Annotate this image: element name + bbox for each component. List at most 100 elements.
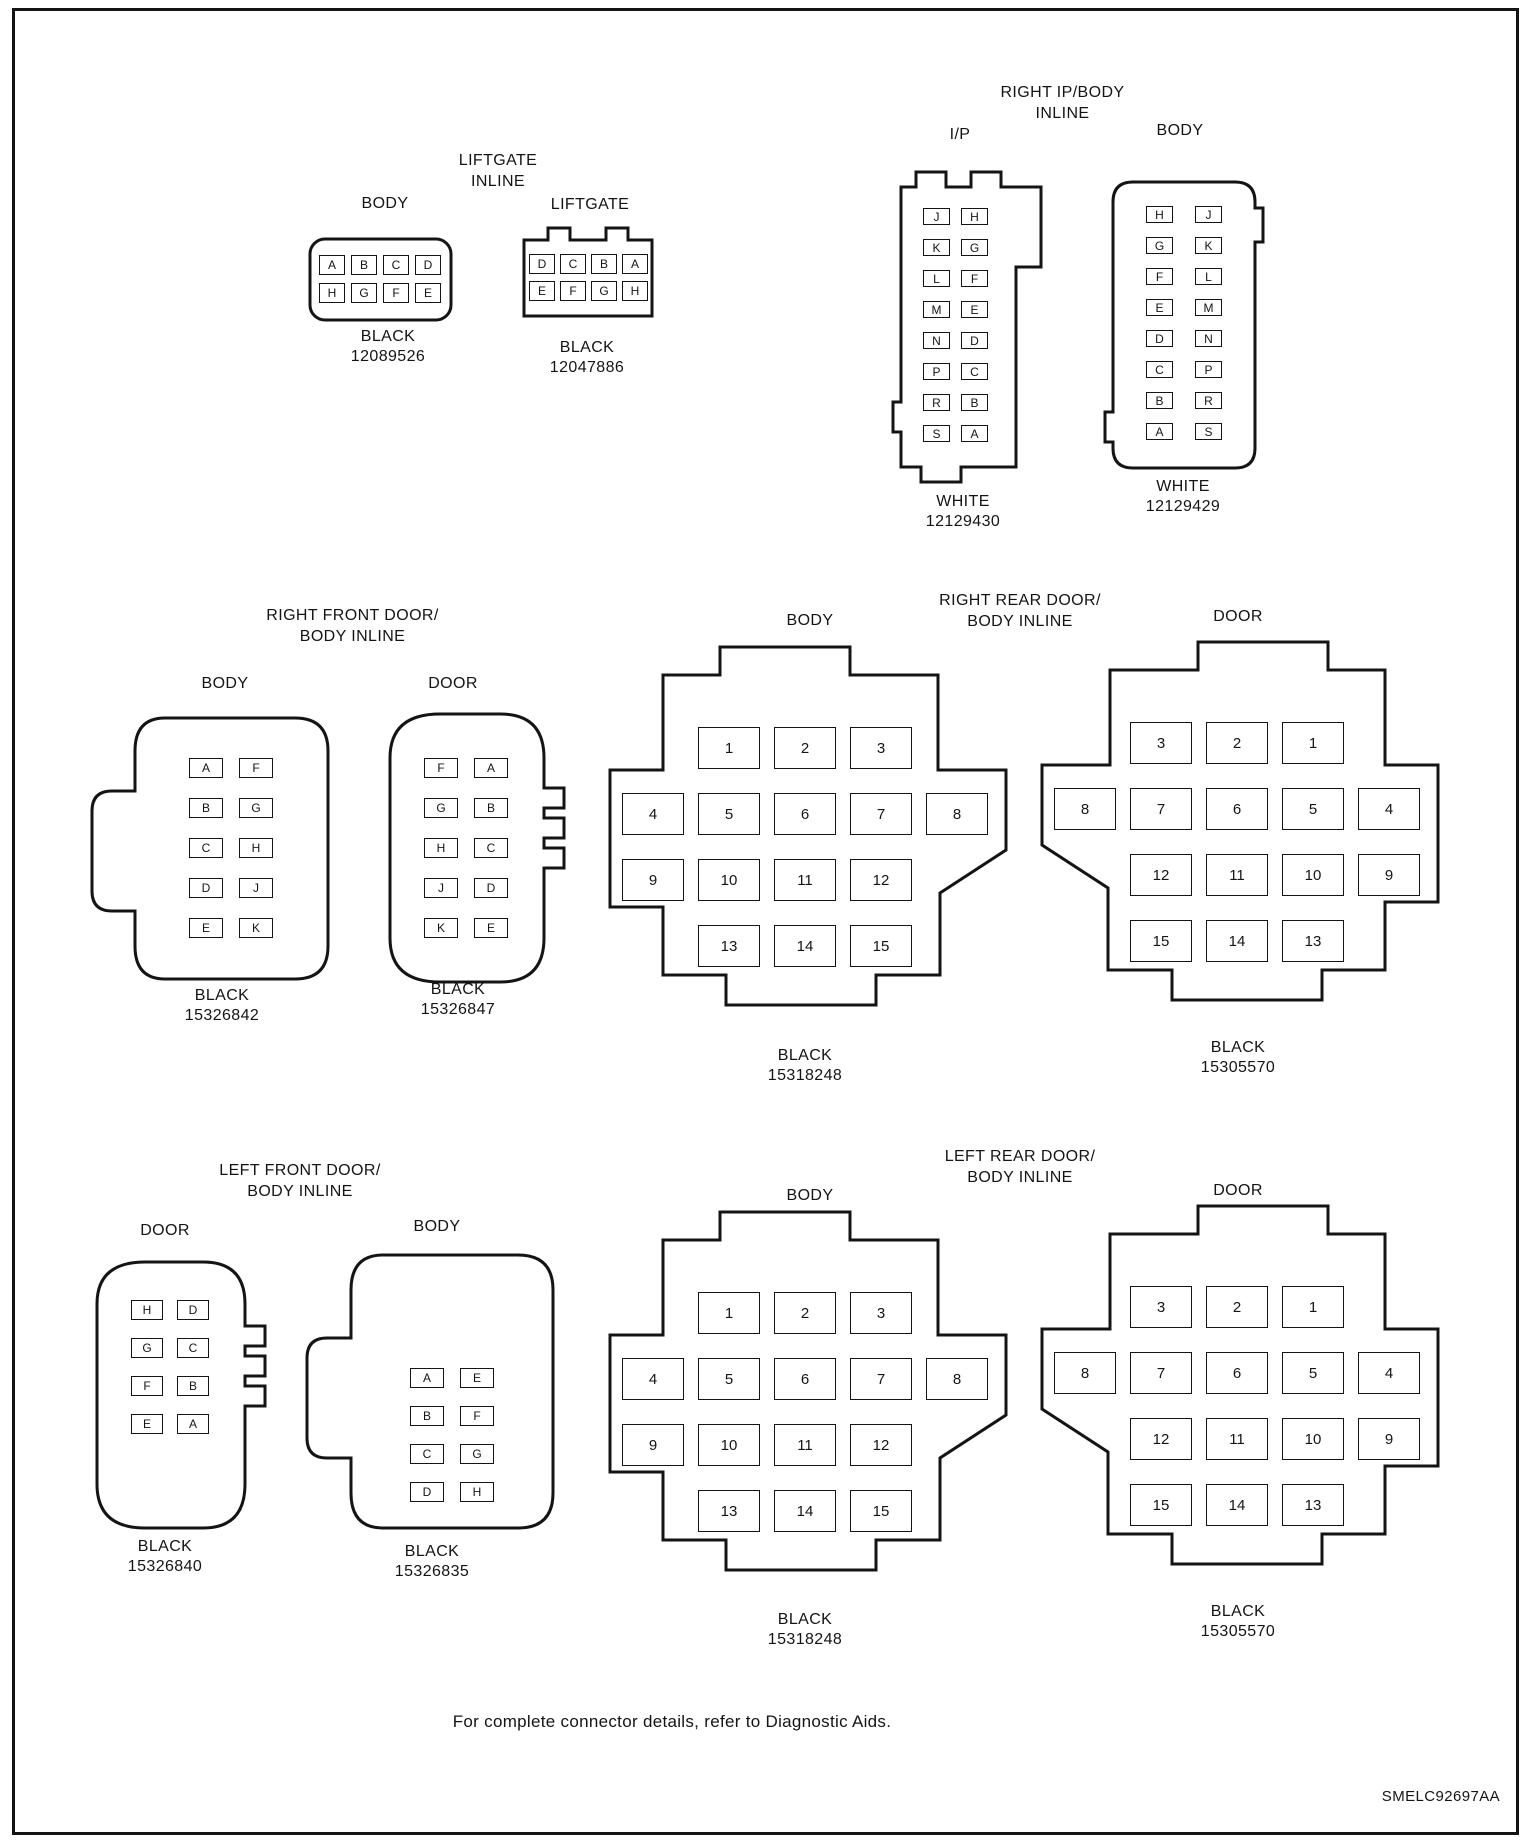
pin-cell: H: [622, 281, 648, 301]
pin-cell: F: [961, 270, 988, 287]
pin-cell: R: [923, 394, 950, 411]
pin-cell: 11: [1206, 854, 1268, 896]
pin-cell: F: [239, 758, 273, 778]
pin-cell: A: [410, 1368, 444, 1388]
pin-cell: E: [189, 918, 223, 938]
title-line: INLINE: [471, 173, 525, 190]
pin-cell: B: [591, 254, 617, 274]
pin-cell: 14: [1206, 1484, 1268, 1526]
connector-part-number: 12047886: [549, 359, 625, 376]
pin-cell: 5: [1282, 1352, 1344, 1394]
pin-cell: E: [415, 283, 441, 303]
pin-spacer: [1054, 722, 1116, 764]
pin-cell: F: [383, 283, 409, 303]
pin-cell: C: [474, 838, 508, 858]
pin-cell: 1: [1282, 722, 1344, 764]
pin-cell: A: [622, 254, 648, 274]
pin-cell: J: [424, 878, 458, 898]
pin-cell: C: [383, 255, 409, 275]
pin-spacer: [1054, 1286, 1116, 1328]
pin-cell: 10: [1282, 854, 1344, 896]
connector-ip-body-outline: [1103, 180, 1265, 470]
section-title-left-rear-door: LEFT REAR DOOR/ BODY INLINE: [915, 1146, 1125, 1188]
pin-cell: A: [189, 758, 223, 778]
pin-cell: A: [474, 758, 508, 778]
connector-part-number: 15326842: [184, 1007, 260, 1024]
pin-cell: B: [189, 798, 223, 818]
title-line: LEFT REAR DOOR/: [944, 1148, 1096, 1165]
pin-cell: 8: [926, 793, 988, 835]
heading-lr-door: DOOR: [1213, 1182, 1263, 1199]
pin-cell: D: [415, 255, 441, 275]
pin-cell: D: [177, 1300, 209, 1320]
pin-cell: 14: [774, 1490, 836, 1532]
pin-spacer: [1054, 920, 1116, 962]
pin-cell: D: [961, 332, 988, 349]
heading-rf-door: DOOR: [428, 675, 478, 692]
connector-color: BLACK: [360, 328, 416, 345]
pin-cell: L: [923, 270, 950, 287]
pin-cell: H: [424, 838, 458, 858]
pin-cell: 10: [698, 1424, 760, 1466]
pin-cell: 2: [1206, 1286, 1268, 1328]
pin-cell: 7: [850, 793, 912, 835]
footer-note: For complete connector details, refer to…: [452, 1712, 892, 1731]
pin-cell: D: [189, 878, 223, 898]
pin-cell: 1: [698, 727, 760, 769]
pin-cell: 9: [1358, 1418, 1420, 1460]
pin-cell: 12: [1130, 854, 1192, 896]
pin-cell: 5: [698, 1358, 760, 1400]
pin-cell: J: [1195, 206, 1222, 223]
heading-lf-door: DOOR: [140, 1222, 190, 1239]
document-code: SMELC92697AA: [1381, 1788, 1500, 1805]
connector-part-number: 15326835: [394, 1563, 470, 1580]
pin-cell: P: [1195, 361, 1222, 378]
section-title-right-front-door: RIGHT FRONT DOOR/ BODY INLINE: [245, 605, 460, 647]
pin-cell: 8: [1054, 1352, 1116, 1394]
pin-cell: 2: [774, 727, 836, 769]
pin-cell: 12: [850, 1424, 912, 1466]
pin-cell: 6: [774, 793, 836, 835]
pin-cell: 4: [1358, 788, 1420, 830]
pin-spacer: [1358, 1286, 1420, 1328]
connector-part-number: 12129429: [1145, 498, 1221, 515]
pin-cell: 6: [1206, 1352, 1268, 1394]
pin-cell: M: [1195, 299, 1222, 316]
title-line: RIGHT REAR DOOR/: [939, 592, 1101, 609]
pin-cell: 13: [698, 1490, 760, 1532]
pin-cell: D: [529, 254, 555, 274]
pin-cell: H: [239, 838, 273, 858]
section-title-right-ip-body-inline: RIGHT IP/BODY INLINE: [955, 82, 1170, 124]
pin-cell: 6: [774, 1358, 836, 1400]
pin-cell: D: [410, 1482, 444, 1502]
pin-cell: 3: [1130, 1286, 1192, 1328]
pin-cell: 2: [774, 1292, 836, 1334]
